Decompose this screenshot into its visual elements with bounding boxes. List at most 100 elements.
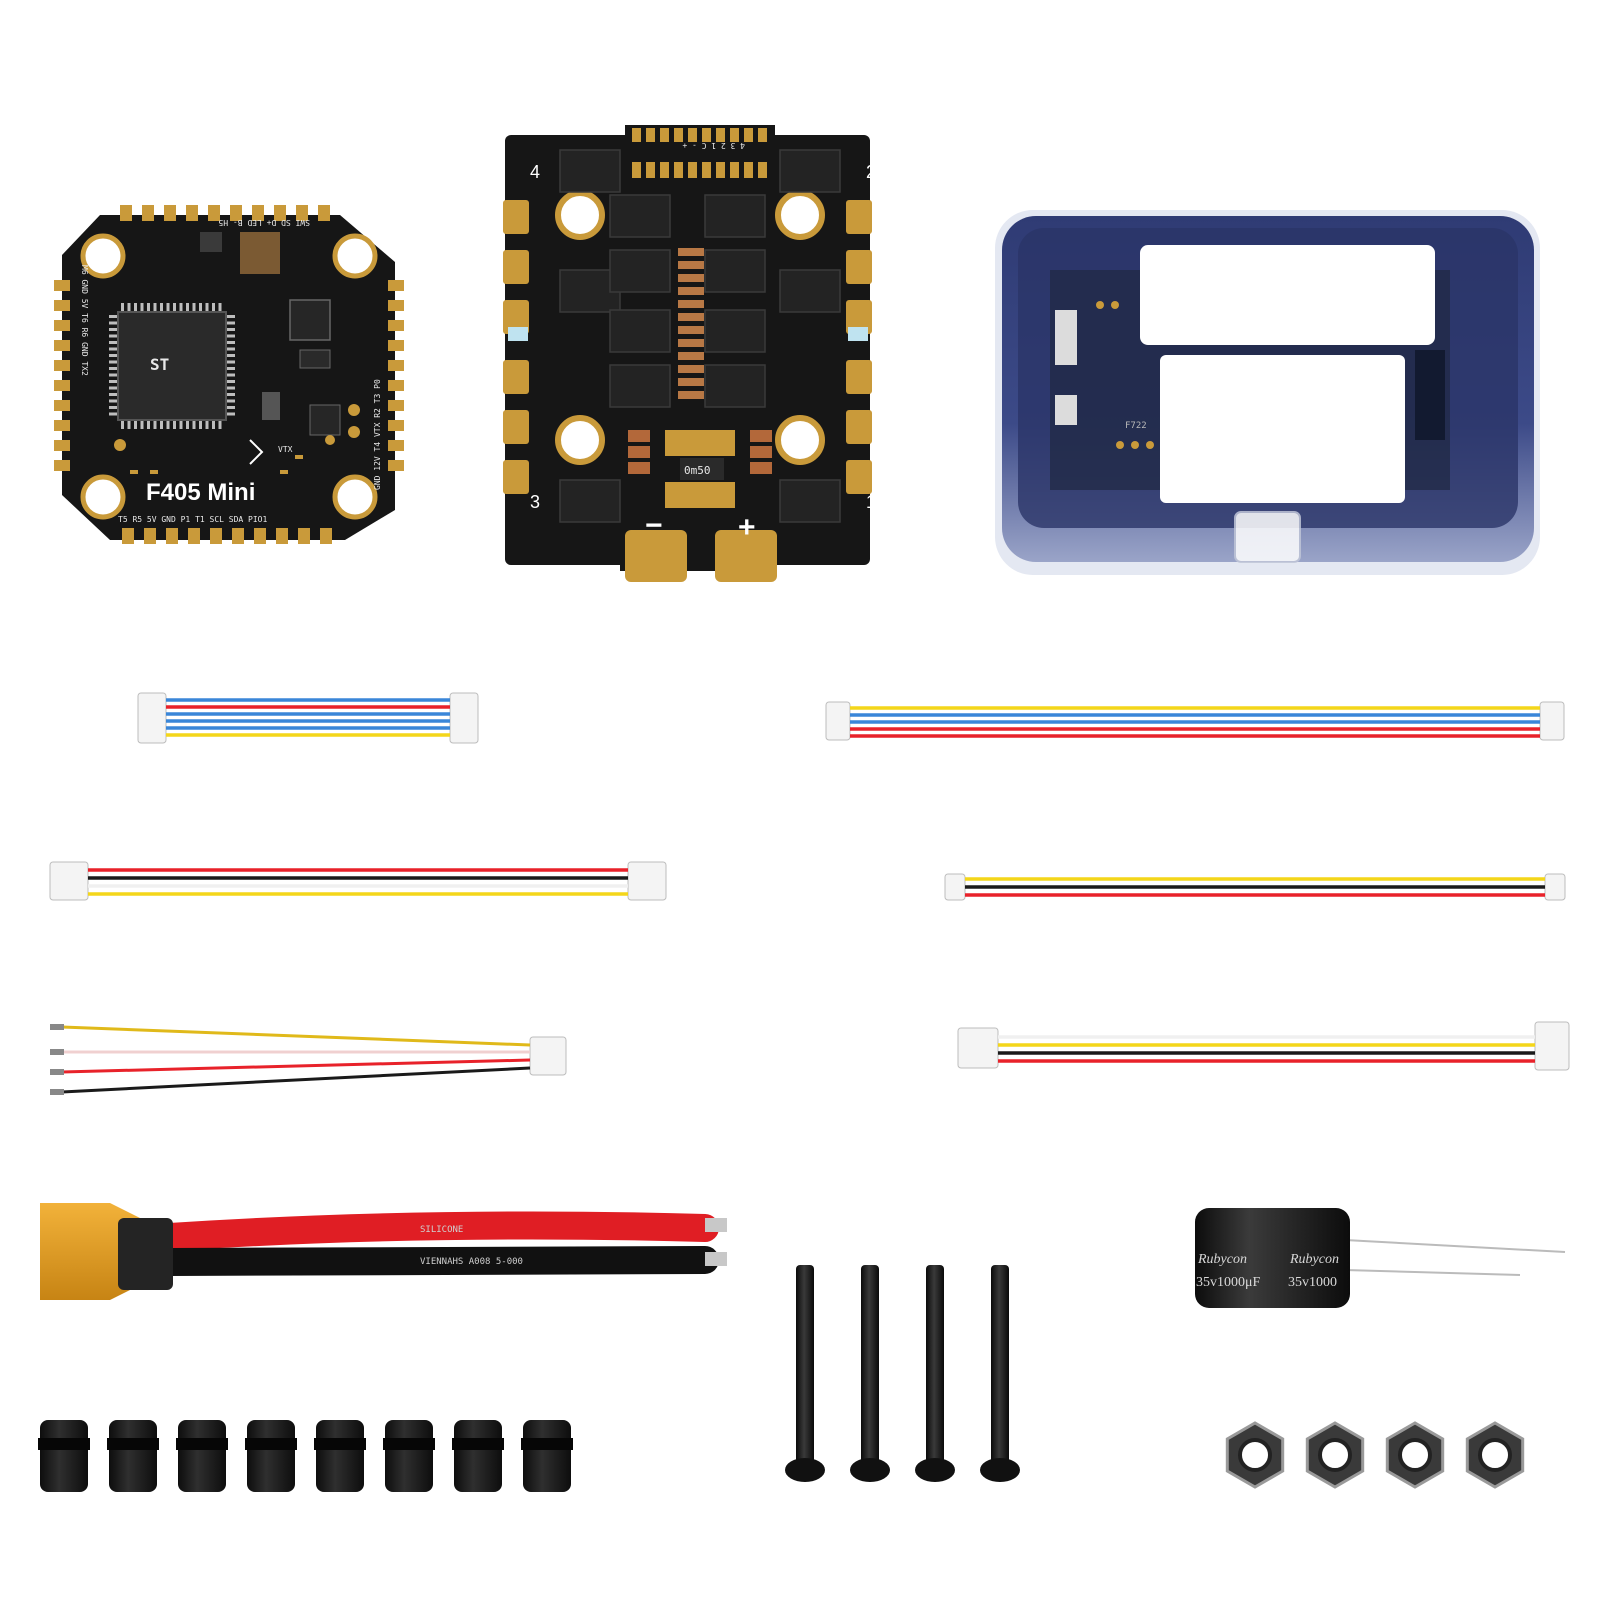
esc-mosfet xyxy=(779,149,841,193)
mcu-pin xyxy=(153,421,157,429)
fc-pad xyxy=(166,528,178,544)
black-wire-print: VIENNAHS A008 5-000 xyxy=(420,1257,523,1267)
fc-pad xyxy=(232,528,244,544)
mcu-pin xyxy=(218,421,222,429)
esc-header-pad xyxy=(688,162,697,178)
grommet-ring xyxy=(245,1438,297,1450)
esc-mosfet xyxy=(704,309,766,353)
esc-top-pin-labels: 4 3 2 1 C - + xyxy=(682,141,745,150)
esc-motor-pad xyxy=(503,200,529,234)
mcu-pin xyxy=(227,334,235,338)
fc-pad xyxy=(274,205,286,221)
fc-pad xyxy=(388,400,404,411)
esc-mosfet xyxy=(559,149,621,193)
rubber-grommets xyxy=(38,1420,573,1492)
fc-pad xyxy=(54,440,70,451)
esc-mosfet xyxy=(704,249,766,293)
screw-shaft xyxy=(861,1265,879,1465)
esc-resistor xyxy=(678,248,704,256)
mcu-pin xyxy=(109,354,117,357)
nut-hole xyxy=(1238,1438,1272,1472)
mcu-pin xyxy=(192,303,196,311)
mcu-pin xyxy=(109,360,117,364)
cable-1 xyxy=(137,692,479,744)
mcu-pin xyxy=(109,347,117,351)
esc-mosfet xyxy=(779,269,841,313)
mcu-pin xyxy=(109,412,117,416)
esc-resistor xyxy=(678,391,704,399)
fc-pad xyxy=(388,420,404,431)
nut-hole xyxy=(1318,1438,1352,1472)
esc-resistor xyxy=(678,274,704,282)
mcu-pin xyxy=(227,399,235,403)
grommet xyxy=(40,1420,88,1492)
mcu-pin xyxy=(147,421,150,429)
esc-resistor xyxy=(678,313,704,321)
fc-bottom-pin-labels: T5 R5 5V GND P1 T1 SCL SDA PIO1 xyxy=(118,515,267,524)
mcu-pin xyxy=(227,393,235,396)
screw-shaft xyxy=(926,1265,944,1465)
esc-resistor xyxy=(678,326,704,334)
fc-pad xyxy=(164,205,176,221)
mcu-pin xyxy=(140,303,144,311)
esc-resistor xyxy=(678,261,704,269)
screw-shaft xyxy=(796,1265,814,1465)
red-wire-print: SILICONE xyxy=(420,1225,463,1235)
mcu-pin xyxy=(109,380,117,383)
fc-vtx-label: VTX xyxy=(278,445,293,454)
fc-pad xyxy=(54,380,70,391)
mcu-pin xyxy=(227,341,235,344)
st-logo: ST xyxy=(150,355,169,374)
fc-pad xyxy=(210,528,222,544)
esc-header-pad xyxy=(674,128,683,142)
screw-shaft xyxy=(991,1265,1009,1465)
mcu-pin xyxy=(160,303,163,311)
fc-pad xyxy=(388,440,404,451)
cable-5-open-ended xyxy=(50,1024,567,1095)
grommet xyxy=(247,1420,295,1492)
fc-pad xyxy=(320,528,332,544)
esc-motor-pad xyxy=(503,460,529,494)
cap-brand-1: Rubycon xyxy=(1197,1252,1247,1267)
fc-left-pin-labels: M6 GND 5V T6 R6 GND TX2 xyxy=(80,265,89,376)
mcu-pin xyxy=(109,341,117,344)
mcu-pin xyxy=(227,347,235,351)
esc-positive-pad xyxy=(715,530,777,582)
mcu-pin xyxy=(212,421,215,429)
esc-led xyxy=(508,327,528,341)
esc-header-pad xyxy=(660,128,669,142)
esc-header-pad xyxy=(758,162,767,178)
esc-header-pad xyxy=(744,128,753,142)
fc-pad xyxy=(54,320,70,331)
mcu-pin xyxy=(173,303,176,311)
mcu-pin xyxy=(127,303,131,311)
grommet-ring xyxy=(107,1438,159,1450)
flight-controller-board: ST SWI SD D+ LED B- H5 M6 GND 5V T6 R6 G… xyxy=(54,205,404,544)
grommet xyxy=(385,1420,433,1492)
mcu-pin xyxy=(179,303,183,311)
fc-pad xyxy=(142,205,154,221)
mcu-pin xyxy=(227,328,235,331)
mcu-pin xyxy=(218,303,222,311)
esc-header-pad xyxy=(674,162,683,178)
esc-mosfet xyxy=(609,194,671,238)
grommet-ring xyxy=(521,1438,573,1450)
esc-header-pad xyxy=(646,128,655,142)
esc-resistor xyxy=(678,287,704,295)
esc-led xyxy=(848,327,868,341)
grommet-ring xyxy=(314,1438,366,1450)
packaging-case: F722 xyxy=(995,210,1540,575)
esc-corner-4: 4 xyxy=(530,162,540,182)
mcu-pin xyxy=(227,386,235,390)
esc-mosfet xyxy=(609,364,671,408)
esc-header-pad xyxy=(758,128,767,142)
esc-header-pad xyxy=(716,128,725,142)
fc-pad xyxy=(54,340,70,351)
mcu-pin xyxy=(153,303,157,311)
esc-header-pad xyxy=(632,128,641,142)
mcu-pin xyxy=(227,354,235,357)
mcu-pin xyxy=(205,421,209,429)
grommet xyxy=(454,1420,502,1492)
mcu-pin xyxy=(227,380,235,383)
mcu-pin xyxy=(166,303,170,311)
